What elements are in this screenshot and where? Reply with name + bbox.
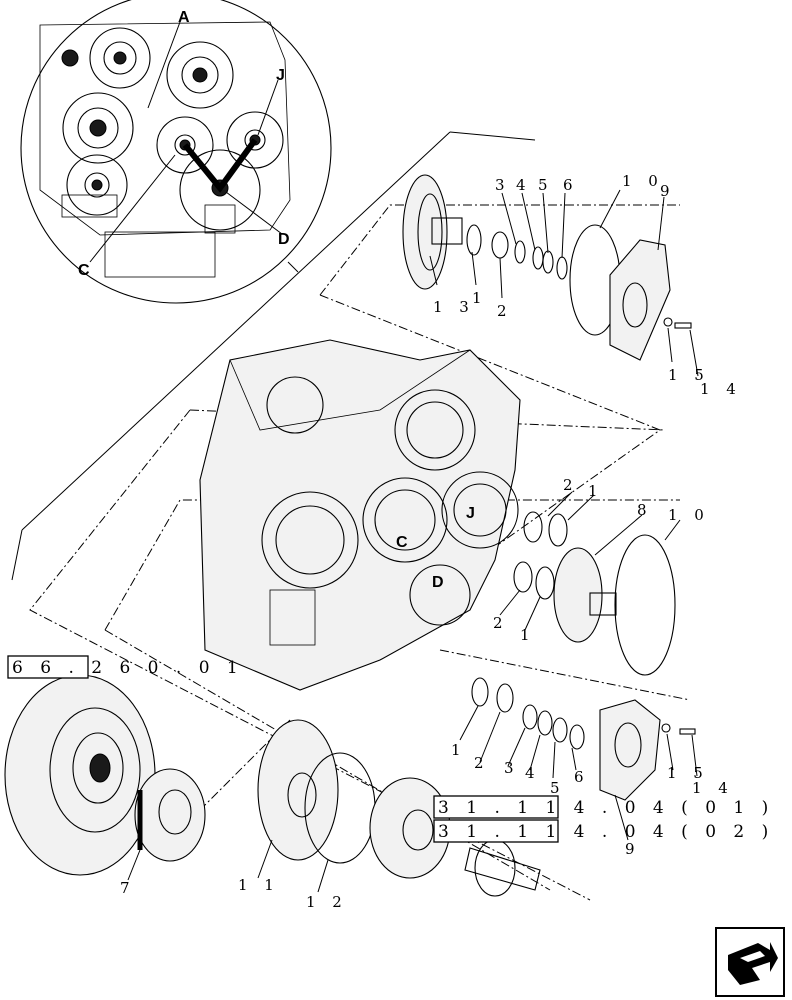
part-label-11: 1 1 xyxy=(238,876,280,894)
callout-a: A xyxy=(178,9,190,26)
callout-c-housing: C xyxy=(396,534,408,551)
part-label-5-top: 5 xyxy=(538,176,554,194)
part-label-15-top: 1 5 xyxy=(668,366,710,384)
part-label-12: 1 2 xyxy=(306,893,348,911)
part-label-8: 8 xyxy=(637,501,653,519)
part-label-2-mid-a: 2 xyxy=(563,476,579,494)
reference-66-260-01[interactable]: 6 6 . 2 6 0 . 0 1 xyxy=(12,658,244,678)
part-labels: 1 3 1 2 3 4 5 6 1 0 9 1 5 1 4 2 1 8 1 0 … xyxy=(120,172,742,911)
detail-view: A J C D xyxy=(20,0,332,304)
part-label-6-top: 6 xyxy=(563,176,579,194)
part-label-1-mid-a: 1 xyxy=(588,482,604,500)
callout-c-detail: C xyxy=(78,262,90,279)
part-label-4-top: 4 xyxy=(516,176,532,194)
top-assembly xyxy=(402,174,699,377)
part-label-14-bottom: 1 4 xyxy=(692,779,734,797)
callout-j-detail: J xyxy=(276,67,285,84)
detail-connector-line xyxy=(11,131,536,581)
part-label-3-bottom: 3 xyxy=(504,759,520,777)
part-label-9-bottom: 9 xyxy=(625,840,641,858)
part-label-10-top: 1 0 xyxy=(622,172,664,190)
part-label-7: 7 xyxy=(120,879,136,897)
reference-boxes: 6 6 . 2 6 0 . 0 1 3 1 . 1 1 4 . 0 4 ( 0 … xyxy=(7,655,774,843)
bottom-left-assembly xyxy=(4,674,541,897)
reference-31-114-04-02[interactable]: 3 1 . 1 1 4 . 0 4 ( 0 2 ) xyxy=(438,822,774,842)
back-navigation-arrow-icon[interactable] xyxy=(715,927,785,997)
part-label-1-mid-b: 1 xyxy=(520,626,536,644)
part-label-2-mid-b: 2 xyxy=(493,614,509,632)
part-label-13-top: 1 3 xyxy=(433,298,475,316)
part-label-3-top: 3 xyxy=(495,176,511,194)
callout-d-housing: D xyxy=(432,574,444,591)
part-label-5-bottom: 5 xyxy=(550,779,566,797)
callout-d-detail: D xyxy=(278,231,290,248)
part-label-6-bottom: 6 xyxy=(574,768,590,786)
part-label-14-top: 1 4 xyxy=(700,380,742,398)
part-label-4-bottom: 4 xyxy=(525,764,541,782)
reference-31-114-04-01[interactable]: 3 1 . 1 1 4 . 0 4 ( 0 1 ) xyxy=(438,798,774,818)
part-label-9-top: 9 xyxy=(660,182,676,200)
part-label-15-bottom: 1 5 xyxy=(667,764,709,782)
part-label-1-top: 1 xyxy=(472,289,488,307)
part-label-2-top: 2 xyxy=(497,302,513,320)
part-label-1-bottom: 1 xyxy=(451,741,467,759)
callout-j-housing: J xyxy=(466,505,475,522)
transmission-housing: J C D xyxy=(199,339,521,691)
part-label-10-mid: 1 0 xyxy=(668,506,710,524)
middle-assembly xyxy=(499,491,681,676)
lower-assembly xyxy=(459,677,698,841)
part-label-2-bottom: 2 xyxy=(474,754,490,772)
